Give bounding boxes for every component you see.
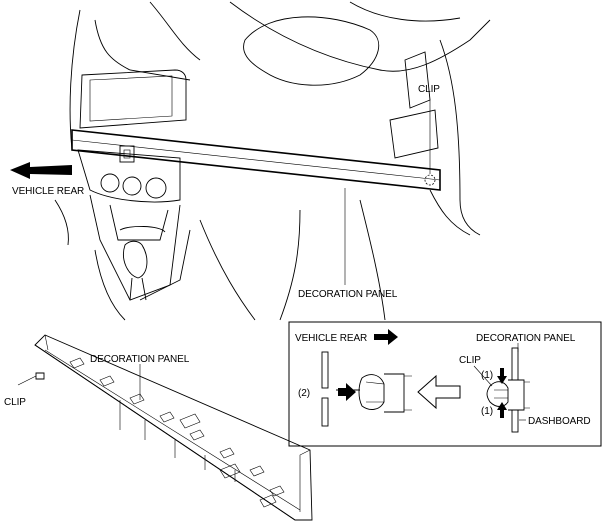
removal-procedure-inset: VEHICLE REAR DECORATION PANEL (2) CLIP (… <box>288 321 602 447</box>
inset-clip-label: CLIP <box>459 355 481 366</box>
inset-down-arrow <box>497 368 507 384</box>
clip-top-label: CLIP <box>418 84 440 95</box>
inset-decoration-panel-label: DECORATION PANEL <box>476 333 576 344</box>
decoration-panel-main-label: DECORATION PANEL <box>298 289 398 300</box>
inset-push-arrow <box>338 383 356 401</box>
inset-sequence-arrow <box>417 374 461 410</box>
inset-dashboard-label: DASHBOARD <box>528 416 590 427</box>
inset-vehicle-rear-arrow <box>374 329 398 345</box>
clip-location-marker <box>424 174 436 186</box>
vehicle-rear-top-label: VEHICLE REAR <box>12 186 84 197</box>
inset-vehicle-rear-label: VEHICLE REAR <box>295 333 367 344</box>
inset-step-2-label: (2) <box>298 388 310 399</box>
inset-up-arrow <box>497 402 507 418</box>
vehicle-rear-arrow-top <box>10 162 72 179</box>
decoration-panel-part <box>17 334 313 521</box>
dashboard-illustration <box>54 1 491 321</box>
decoration-panel-lower-label: DECORATION PANEL <box>90 354 190 365</box>
clip-lower-label: CLIP <box>4 397 26 408</box>
inset-step-1b-label: (1) <box>481 406 493 417</box>
inset-step-1a-label: (1) <box>481 370 493 381</box>
